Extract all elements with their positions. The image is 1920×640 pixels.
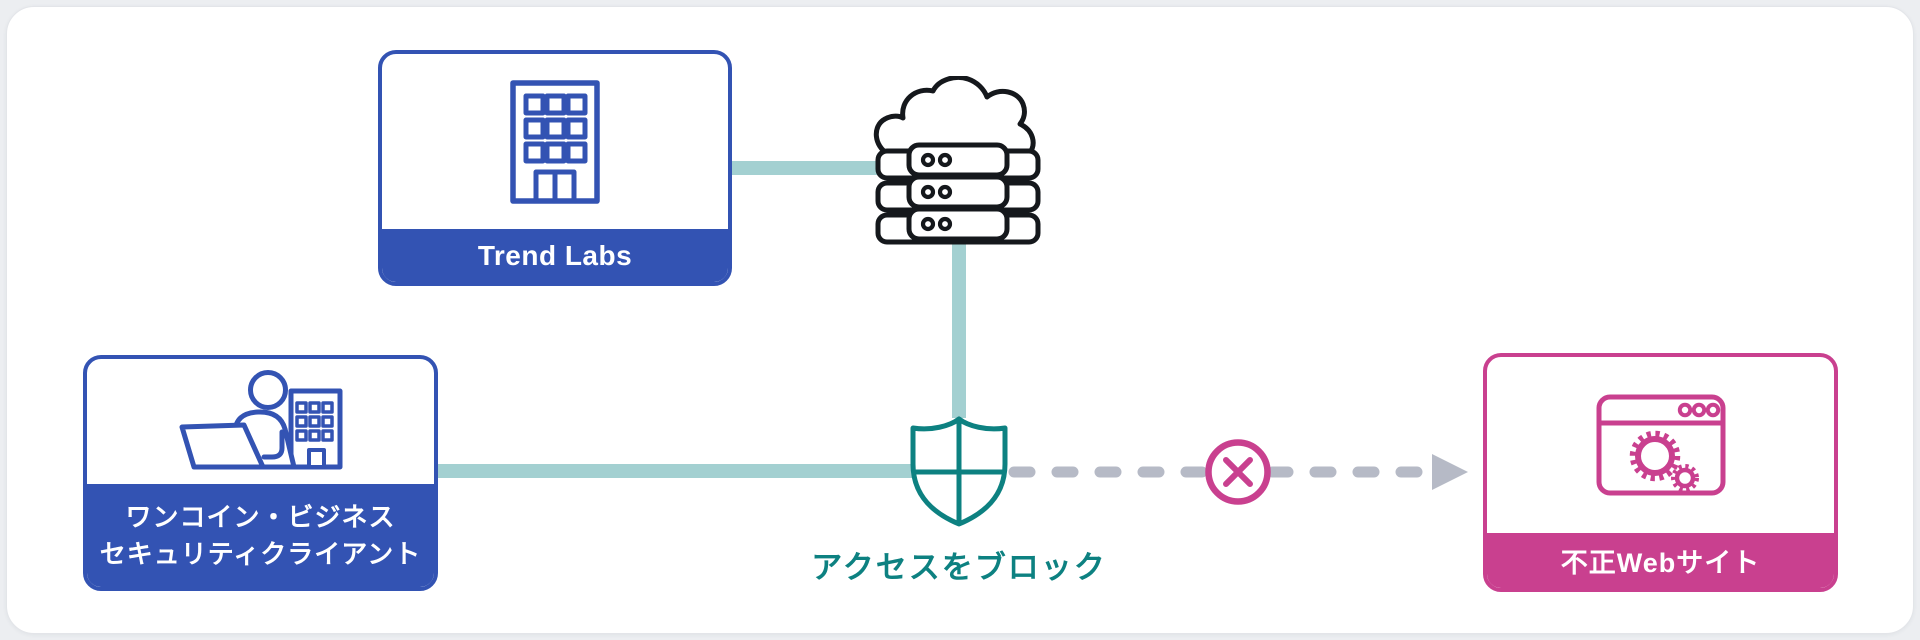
client-label-line2: セキュリティクライアント (99, 538, 422, 569)
blocked-site-label-bar: 不正Webサイト (1487, 533, 1834, 588)
x-circle-icon (1205, 439, 1271, 505)
browser-malware-icon (1596, 394, 1725, 496)
trend-labs-label-bar: Trend Labs (382, 229, 728, 282)
node-trend-labs: Trend Labs (378, 50, 732, 286)
shield-cross-icon (910, 416, 1008, 527)
block-caption: アクセスをブロック (811, 550, 1107, 585)
client-label-bar: ワンコイン・ビジネス セキュリティクライアント (87, 484, 434, 587)
person-laptop-building-icon (179, 369, 342, 469)
node-client: ワンコイン・ビジネス セキュリティクライアント (83, 355, 438, 591)
client-art (87, 359, 434, 484)
connector-cloud-to-shield (952, 236, 966, 418)
cloud-server-icon (873, 76, 1041, 245)
node-blocked-site: 不正Webサイト (1483, 353, 1838, 592)
dashed-arrow-icon (1008, 454, 1468, 490)
client-label-line1: ワンコイン・ビジネス (125, 501, 396, 532)
blocked-site-label: 不正Webサイト (1560, 548, 1761, 578)
office-building-icon (510, 79, 600, 204)
blocked-site-art (1487, 357, 1834, 533)
connector-client-to-shield (436, 464, 916, 478)
trend-labs-art (382, 54, 728, 229)
trend-labs-label: Trend Labs (477, 239, 633, 271)
connector-trendlabs-to-cloud (730, 161, 880, 175)
